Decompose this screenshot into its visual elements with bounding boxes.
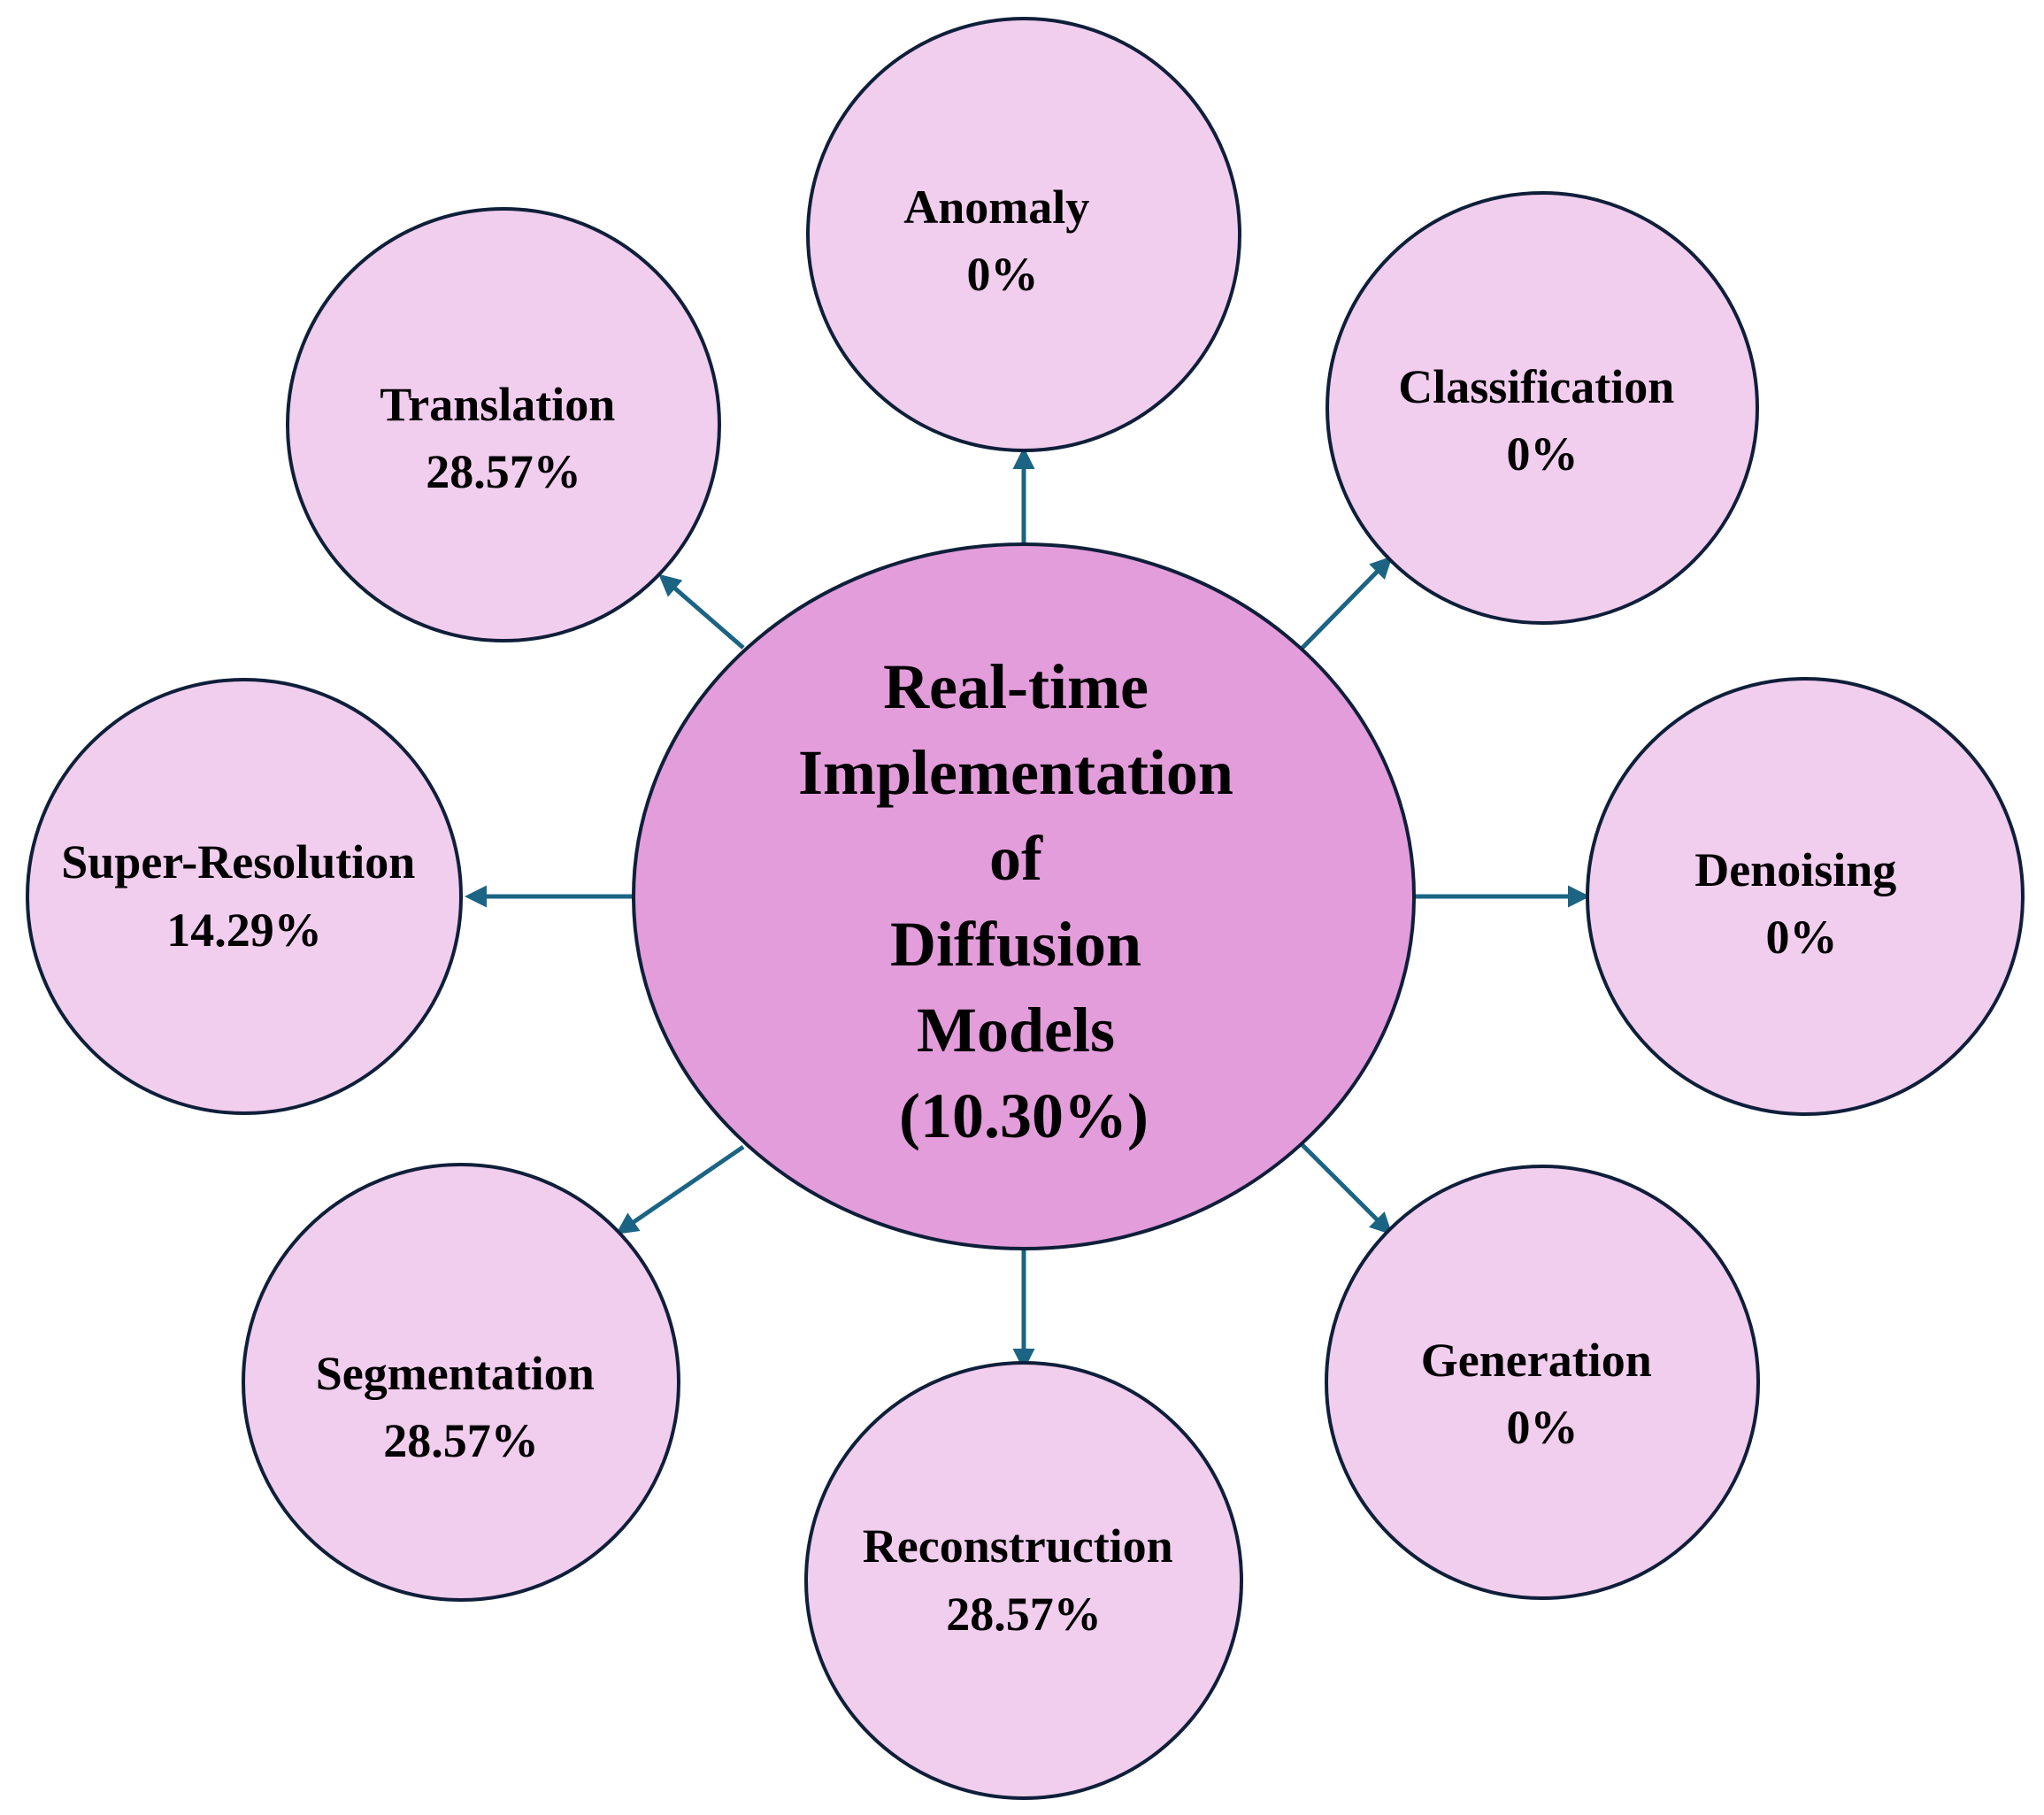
satellite-label: Denoising: [1694, 843, 1896, 896]
satellite-circle: [1326, 191, 1759, 625]
svg-text:Denoising 0%: Denoising 0%: [1694, 843, 1909, 964]
hub-title-line: of: [989, 823, 1043, 894]
arrow-to-translation: [658, 573, 745, 650]
satellite-classification: Classification 0%: [1326, 191, 1759, 625]
hub-title-line: Diffusion: [890, 909, 1141, 980]
satellite-segmentation: Segmentation 28.57%: [242, 1163, 680, 1602]
satellite-label: Anomaly: [903, 181, 1089, 234]
hub-title-line: Implementation: [798, 737, 1233, 808]
satellite-value: 0%: [967, 248, 1039, 301]
hub-node: Real-time Implementation of Diffusion Mo…: [632, 542, 1416, 1250]
satellite-circle: [26, 678, 463, 1115]
arrow-to-generation: [1299, 1142, 1393, 1235]
satellite-label: Super-Resolution: [61, 835, 415, 888]
satellite-value: 0%: [1507, 1401, 1579, 1454]
satellite-circle: [242, 1163, 680, 1602]
hub-title-line: Models: [917, 995, 1115, 1065]
satellite-generation: Generation 0%: [1325, 1165, 1760, 1600]
satellite-circle: [1325, 1165, 1760, 1600]
satellite-super-resolution: Super-Resolution 14.29%: [26, 678, 463, 1115]
satellite-label: Classification: [1398, 360, 1674, 413]
svg-text:Segmentation 28.57%: Segmentation 28.57%: [316, 1347, 606, 1467]
satellite-reconstruction: Reconstruction 28.57%: [804, 1361, 1243, 1800]
satellite-anomaly: Anomaly 0%: [806, 17, 1241, 452]
arrow-to-classification: [1299, 556, 1393, 651]
satellite-label: Segmentation: [316, 1347, 595, 1400]
satellite-circle: [1586, 677, 2025, 1116]
svg-text:Generation 0%: Generation 0%: [1421, 1334, 1664, 1454]
svg-text:Reconstruction 28.57%: Reconstruction 28.57%: [863, 1519, 1185, 1641]
hub-percentage: (10.30%): [899, 1081, 1149, 1151]
satellite-value: 28.57%: [426, 445, 581, 498]
svg-text:Real-time Implementation: Real-time Implementation of Diffusion Mo…: [798, 651, 1249, 1151]
svg-text:Translation 28.57%: Translation 28.57%: [380, 378, 627, 498]
satellite-translation: Translation 28.57%: [286, 207, 721, 642]
satellite-denoising: Denoising 0%: [1586, 677, 2025, 1116]
satellite-value: 14.29%: [166, 904, 322, 957]
svg-text:Classification 0%: Classification 0%: [1398, 360, 1687, 481]
svg-text:Super-Resolution 14.29%: Super-Resolution 14.29%: [61, 835, 427, 957]
satellite-value: 28.57%: [946, 1588, 1102, 1641]
svg-text:Anomaly 0%: Anomaly 0%: [903, 181, 1102, 301]
satellite-circle: [806, 17, 1241, 452]
satellite-value: 0%: [1766, 911, 1838, 964]
satellite-circle: [286, 207, 721, 642]
satellite-label: Translation: [380, 378, 615, 431]
arrow-to-segmentation: [615, 1144, 745, 1234]
satellite-value: 0%: [1507, 427, 1579, 481]
satellite-circle: [804, 1361, 1243, 1800]
hub-title-line: Real-time: [883, 651, 1149, 722]
hub-ellipse: [632, 542, 1416, 1250]
satellite-label: Reconstruction: [863, 1519, 1173, 1573]
connectors: [465, 447, 1590, 1371]
satellite-value: 28.57%: [383, 1414, 539, 1467]
satellite-label: Generation: [1421, 1334, 1652, 1387]
